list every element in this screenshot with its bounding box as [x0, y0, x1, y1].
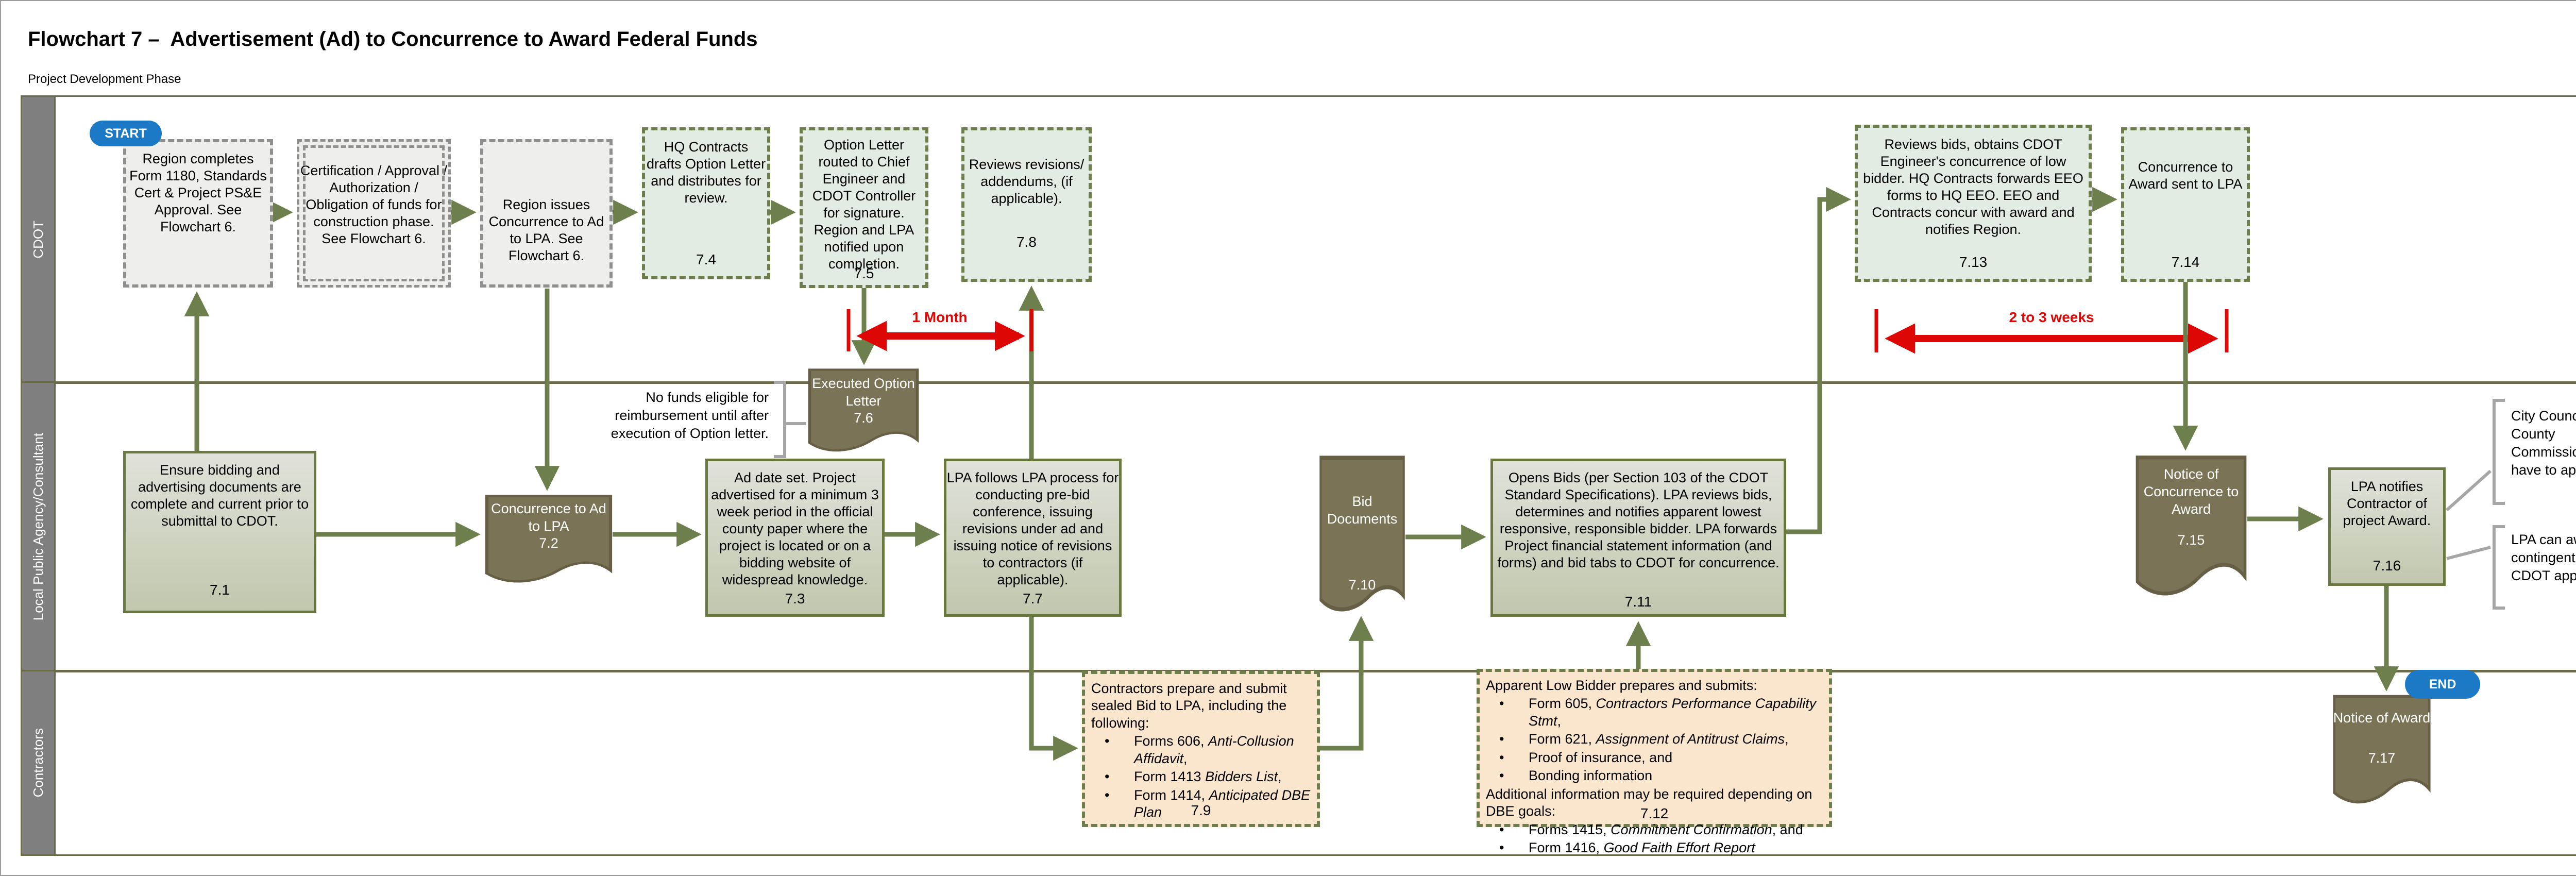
step-rich-text: Contractors prepare and submit sealed Bi…	[1085, 674, 1317, 821]
doc-label: Concurrence to Ad to LPA	[491, 501, 606, 534]
doc-7-17-notice-of-award: Notice of Award 7.17	[2332, 694, 2431, 810]
step-number: 7.3	[785, 591, 805, 607]
bullet-item: Form 1414, Anticipated DBE Plan	[1085, 786, 1317, 821]
start-terminator: START	[90, 121, 162, 146]
step-number: 7.7	[1023, 591, 1043, 607]
step-text: Reviews bids, obtains CDOT Engineer's co…	[1863, 137, 2083, 237]
step-text: LPA notifies Contractor of project Award…	[2343, 479, 2431, 528]
step-region-completes-1180: Region completes Form 1180, Standards Ce…	[123, 139, 273, 288]
step-number: 7.9	[1191, 802, 1211, 818]
paragraph: Additional information may be required d…	[1486, 786, 1812, 819]
step-7-12-low-bidder-submits: Apparent Low Bidder prepares and submits…	[1477, 669, 1832, 857]
doc-7-6-executed-option-letter: Executed Option Letter 7.6	[807, 368, 920, 458]
step-number: 7.12	[1640, 805, 1669, 821]
step-number: 7.1	[210, 582, 230, 598]
bullet-item: Bonding information	[1480, 766, 1829, 785]
doc-7-15-notice-of-concurrence: Notice of Concurrence to Award 7.15	[2135, 454, 2247, 604]
doc-7-10-bid-documents: Bid Documents 7.10	[1319, 454, 1405, 619]
step-text: Concurrence to Award sent to LPA	[2128, 159, 2243, 192]
bullet-item: Form 605, Contractors Performance Capabi…	[1480, 694, 1829, 730]
step-7-14-concurrence-to-award: Concurrence to Award sent to LPA 7.14	[2121, 127, 2250, 282]
step-7-5-option-letter-routed: Option Letter routed to Chief Engineer a…	[800, 127, 928, 288]
start-label: START	[105, 126, 147, 141]
doc-number: 7.6	[854, 410, 873, 426]
doc-7-2-concurrence-to-ad: Concurrence to Ad to LPA 7.2	[484, 494, 613, 589]
step-text: Ad date set. Project advertised for a mi…	[711, 470, 879, 587]
step-number: 7.13	[1959, 254, 1988, 270]
step-text: Opens Bids (per Section 103 of the CDOT …	[1497, 470, 1780, 570]
doc-label: Notice of Concurrence to Award	[2143, 466, 2239, 517]
step-number: 7.5	[854, 265, 874, 281]
annotation-no-funds: No funds eligible for reimbursement unti…	[611, 390, 769, 442]
step-7-4-hq-contracts-drafts: HQ Contracts drafts Option Letter and di…	[642, 127, 770, 279]
step-7-11-opens-bids: Opens Bids (per Section 103 of the CDOT …	[1490, 459, 1786, 617]
step-7-7-lpa-process-prebid: LPA follows LPA process for conducting p…	[944, 459, 1122, 617]
paragraph: Contractors prepare and submit sealed Bi…	[1091, 681, 1287, 731]
bullet-item: Forms 606, Anti-Collusion Affidavit,	[1085, 732, 1317, 767]
step-text: Ensure bidding and advertising documents…	[130, 462, 309, 529]
step-region-issues-concurrence: Region issues Concurrence to Ad to LPA. …	[480, 139, 613, 288]
annotation-lpa-can-award: LPA can award contingent upon CDOT appro…	[2511, 532, 2576, 584]
step-number: 7.16	[2372, 558, 2401, 574]
doc-number: 7.15	[2177, 532, 2205, 548]
step-7-16-lpa-notifies-contractor: LPA notifies Contractor of project Award…	[2328, 467, 2446, 586]
doc-label: Notice of Award	[2333, 710, 2431, 726]
lane-divider	[21, 381, 2576, 384]
doc-number: 7.17	[2368, 750, 2396, 766]
step-7-1-ensure-bidding: Ensure bidding and advertising documents…	[123, 451, 316, 613]
step-7-13-reviews-bids: Reviews bids, obtains CDOT Engineer's co…	[1855, 125, 2092, 282]
end-label: END	[2429, 677, 2456, 692]
lane-label-lpa: Local Public Agency/Consultant	[21, 381, 56, 672]
step-number: 7.11	[1624, 594, 1652, 610]
step-text: Region issues Concurrence to Ad to LPA. …	[488, 197, 604, 263]
annotation-city-council: City Council or County Commissioners may…	[2511, 408, 2576, 478]
step-text: Certification / Approval / Authorization…	[300, 163, 448, 246]
doc-label: Bid Documents	[1327, 494, 1398, 527]
phase-label: Project Development Phase	[28, 72, 181, 86]
bullet-item: Form 1416, Good Faith Effort Report	[1480, 838, 1829, 857]
step-7-9-contractors-prepare-bid: Contractors prepare and submit sealed Bi…	[1082, 671, 1320, 827]
doc-label: Executed Option Letter	[812, 376, 915, 409]
page-title: Flowchart 7 – Advertisement (Ad) to Conc…	[28, 28, 758, 50]
paragraph: Apparent Low Bidder prepares and submits…	[1486, 678, 1757, 693]
step-text: Reviews revisions/ addendums, (if applic…	[969, 157, 1084, 206]
duration-2-3-weeks: 2 to 3 weeks	[2009, 309, 2094, 325]
bullet-item: Forms 1415, Commitment Confirmation, and	[1480, 820, 1829, 839]
step-text: LPA follows LPA process for conducting p…	[946, 470, 1119, 587]
doc-number: 7.2	[539, 535, 558, 551]
step-certification-approval: Certification / Approval / Authorization…	[297, 139, 451, 288]
bullet-item: Form 1413 Bidders List,	[1085, 767, 1317, 786]
step-number: 7.14	[2171, 254, 2200, 270]
step-rich-text: Apparent Low Bidder prepares and submits…	[1480, 672, 1829, 857]
bullet-item: Form 621, Assignment of Antitrust Claims…	[1480, 730, 1829, 748]
bullet-item: Proof of insurance, and	[1480, 748, 1829, 767]
step-7-8-reviews-revisions: Reviews revisions/ addendums, (if applic…	[961, 127, 1092, 282]
step-text: Option Letter routed to Chief Engineer a…	[812, 137, 916, 272]
step-number: 7.4	[696, 251, 716, 267]
step-text: HQ Contracts drafts Option Letter and di…	[646, 139, 766, 206]
step-7-3-ad-date-set: Ad date set. Project advertised for a mi…	[705, 459, 885, 617]
end-terminator: END	[2405, 670, 2480, 699]
step-text: Region completes Form 1180, Standards Ce…	[129, 151, 267, 234]
lane-label-contractors: Contractors	[21, 670, 56, 856]
step-number: 7.8	[1016, 234, 1037, 250]
doc-number: 7.10	[1348, 577, 1376, 593]
duration-1-month: 1 Month	[912, 309, 968, 325]
